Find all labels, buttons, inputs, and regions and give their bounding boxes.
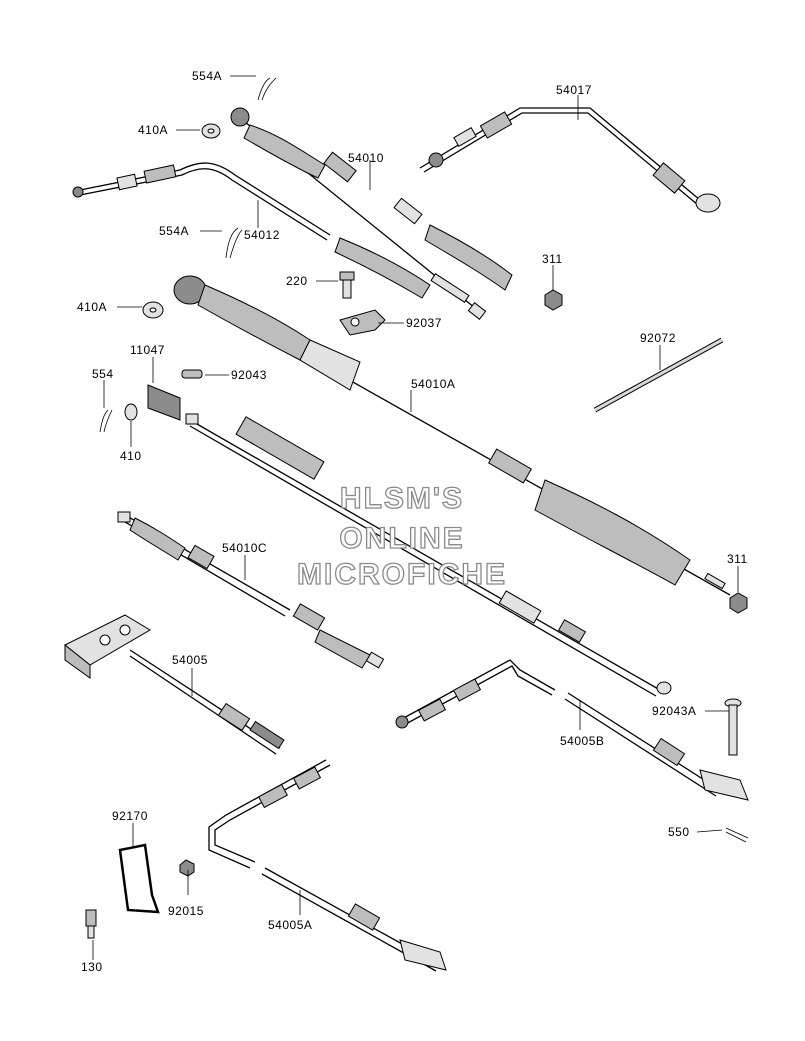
washer-410A-mid[interactable] [142, 301, 164, 319]
pin-554A-top[interactable] [257, 77, 277, 101]
cable-54010C[interactable] [117, 511, 385, 669]
label-410A-top: 410A [138, 123, 168, 137]
label-11047: 11047 [130, 343, 165, 357]
label-92170: 92170 [112, 809, 148, 823]
cable-54005B[interactable] [395, 659, 749, 801]
label-311-bot: 311 [727, 552, 748, 566]
label-220: 220 [286, 274, 308, 288]
nut-92015[interactable] [179, 859, 195, 877]
label-554: 554 [92, 367, 114, 381]
pin-554[interactable] [99, 409, 113, 433]
label-92072: 92072 [640, 331, 676, 345]
label-54010C: 54010C [222, 541, 267, 555]
label-92043: 92043 [231, 368, 267, 382]
holder-11047[interactable] [147, 384, 181, 421]
label-54012: 54012 [244, 228, 280, 242]
label-54005: 54005 [172, 653, 208, 667]
cable-54005[interactable] [64, 614, 285, 755]
bolt-130[interactable] [85, 909, 97, 939]
washer-410[interactable] [124, 403, 138, 421]
watermark-line1: HLSM'S [340, 482, 464, 515]
bracket-92170[interactable] [118, 843, 160, 914]
watermark-line2: ONLINE [339, 522, 464, 555]
label-554A-mid: 554A [159, 224, 189, 238]
label-410: 410 [120, 449, 142, 463]
label-54017: 54017 [556, 83, 592, 97]
cable-54005A[interactable] [208, 759, 447, 972]
bolt-92043[interactable] [181, 369, 203, 379]
watermark-line3: MICROFICHE [297, 558, 507, 591]
label-54005B: 54005B [560, 734, 604, 748]
pin-554A-mid[interactable] [225, 227, 243, 259]
label-550: 550 [668, 825, 690, 839]
pin-92043A[interactable] [724, 698, 742, 756]
leader-lines [92, 75, 739, 960]
cable-tie-92072[interactable] [593, 337, 724, 413]
cable-54010[interactable] [230, 107, 513, 320]
label-54010A: 54010A [411, 377, 455, 391]
bolt-220[interactable] [339, 271, 355, 299]
label-54010: 54010 [348, 151, 384, 165]
label-54005A: 54005A [268, 918, 312, 932]
cable-54017[interactable] [419, 107, 721, 213]
cable-54012[interactable] [72, 162, 470, 303]
pin-550[interactable] [725, 827, 749, 843]
washer-410A-top[interactable] [201, 123, 221, 139]
label-92037: 92037 [406, 316, 442, 330]
label-130: 130 [81, 960, 103, 974]
cable-long-middle[interactable] [185, 413, 672, 697]
watermark: HLSM'S ONLINE MICROFICHE [296, 481, 507, 591]
label-554A-top: 554A [192, 69, 222, 83]
nut-311-top[interactable] [544, 289, 563, 311]
label-311-top: 311 [542, 252, 563, 266]
cable-54010A[interactable] [173, 275, 731, 596]
bracket-92037[interactable] [339, 309, 386, 336]
label-92015: 92015 [168, 904, 204, 918]
label-92043A: 92043A [652, 704, 696, 718]
label-410A-mid: 410A [77, 300, 107, 314]
nut-311-bot[interactable] [729, 592, 748, 614]
